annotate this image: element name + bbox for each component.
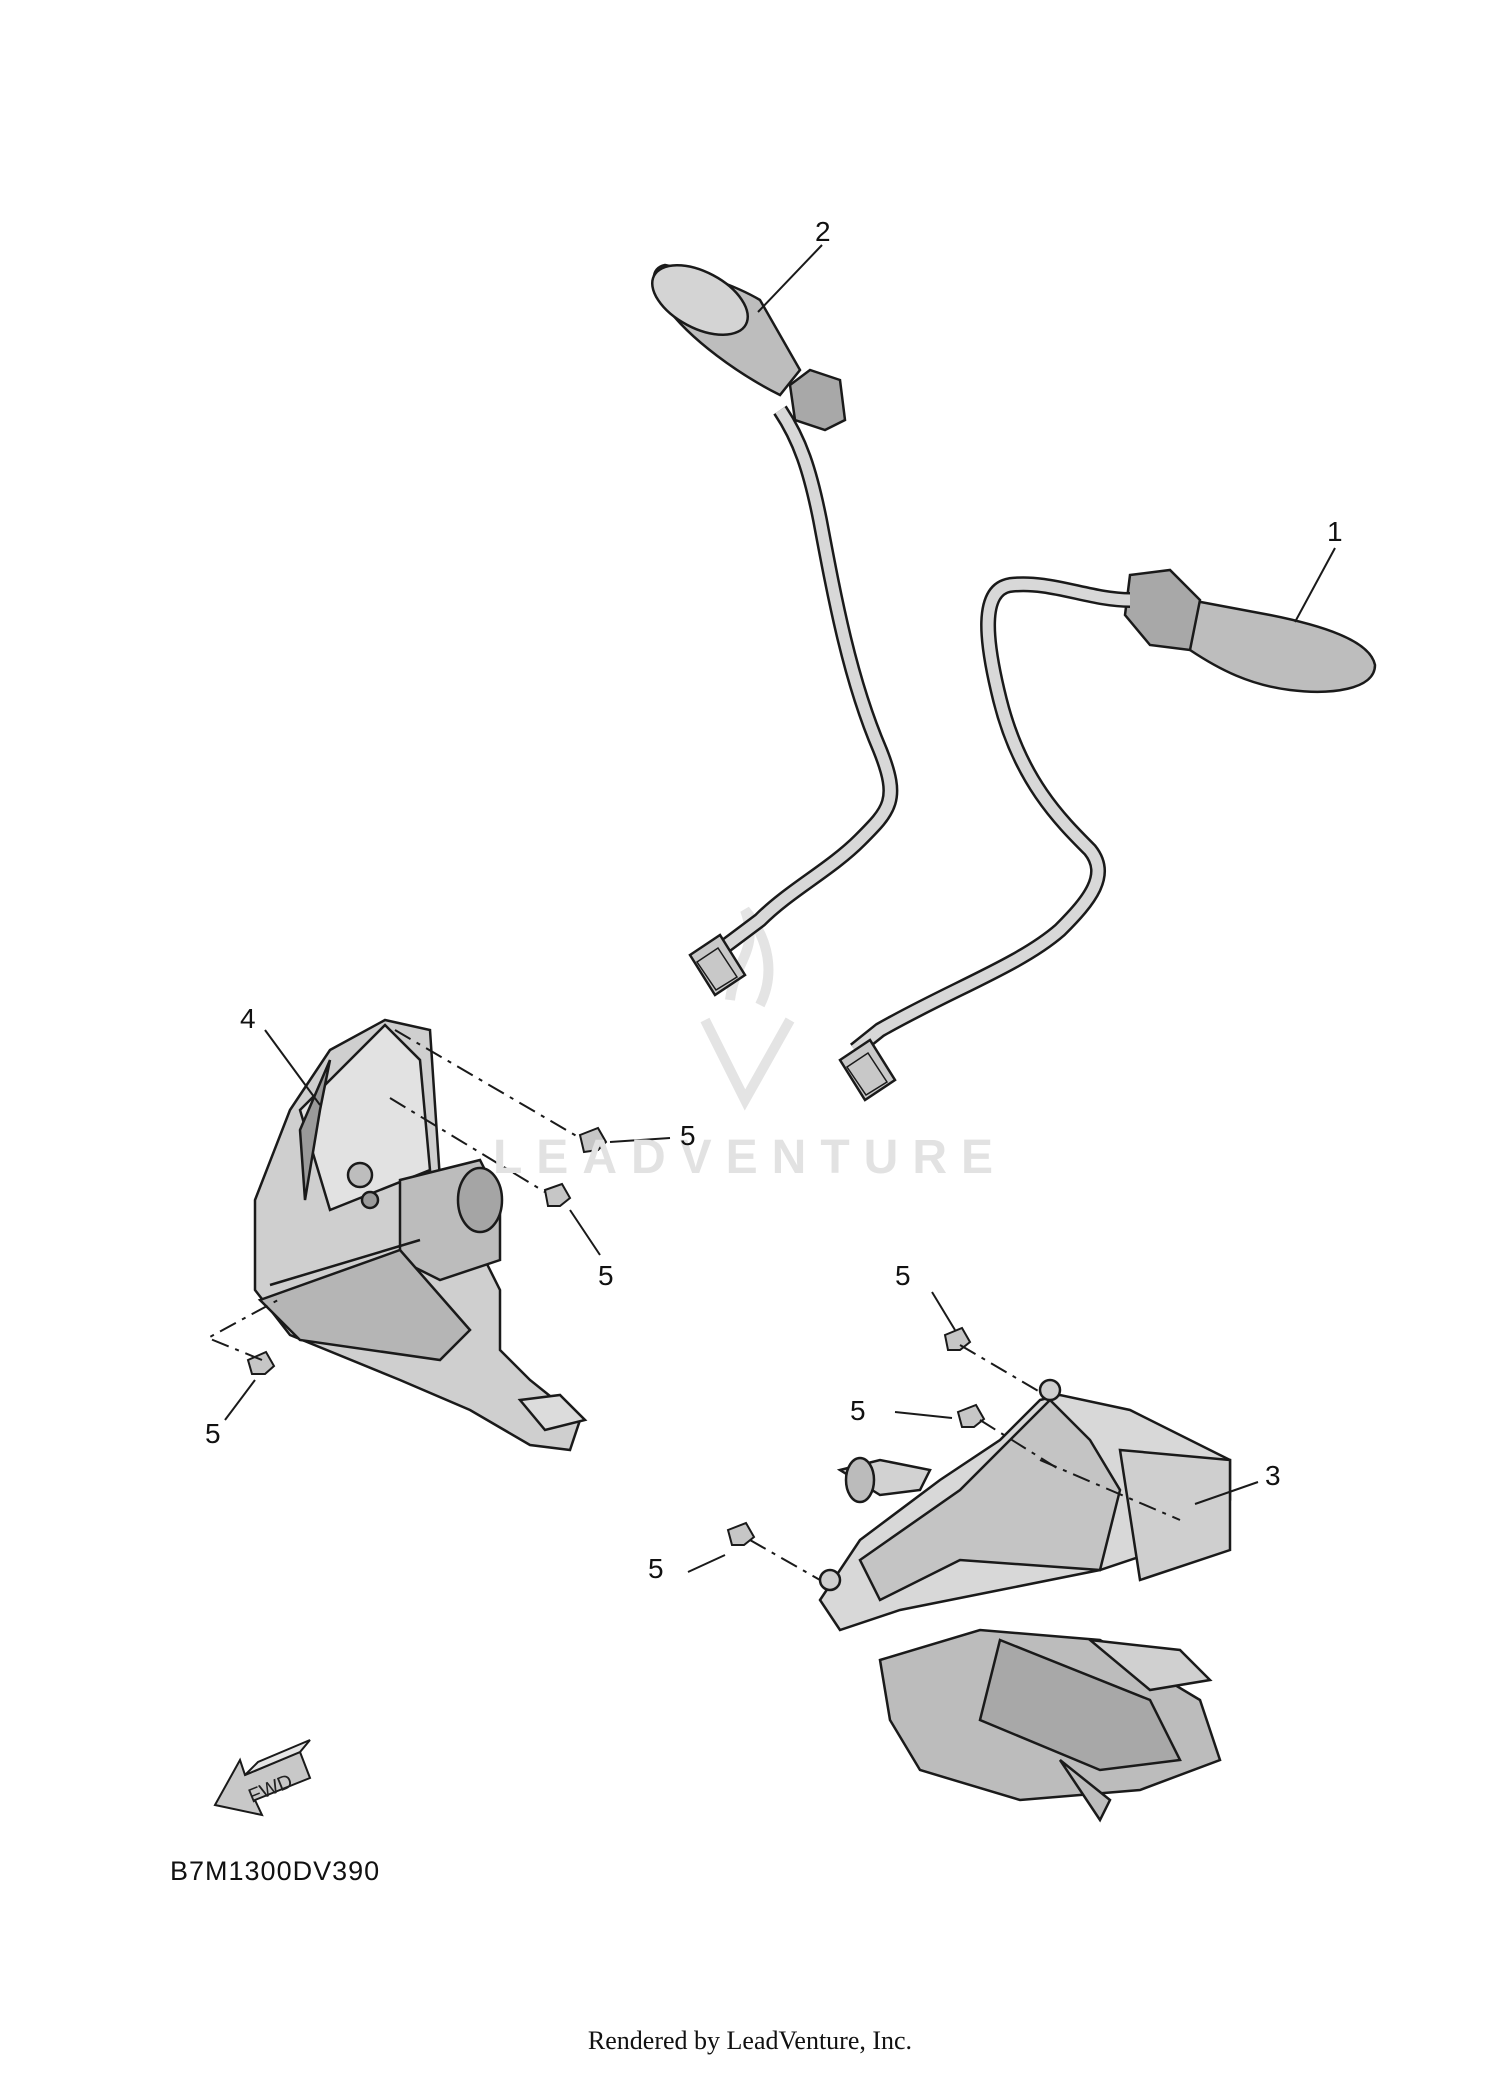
bracket-assembly-part-3 bbox=[818, 1378, 1232, 1823]
callout-5d: 5 bbox=[895, 1260, 911, 1291]
fwd-arrow bbox=[213, 1739, 312, 1817]
bracket-assembly-part-4 bbox=[253, 1018, 588, 1452]
flasher-cable-right bbox=[850, 576, 1131, 1057]
flasher-light-right bbox=[1123, 568, 1377, 693]
assembly-dashed-lines bbox=[205, 1029, 1181, 1581]
screw-5e bbox=[956, 1403, 986, 1428]
callout-4: 4 bbox=[240, 1003, 256, 1034]
callout-5b: 5 bbox=[598, 1260, 614, 1291]
flasher-cable-left bbox=[715, 405, 899, 957]
callout-5e: 5 bbox=[850, 1395, 866, 1426]
callout-5a: 5 bbox=[680, 1120, 696, 1151]
callout-1: 1 bbox=[1327, 516, 1343, 547]
screw-5b bbox=[543, 1182, 572, 1207]
screw-5a bbox=[578, 1126, 608, 1154]
connector-left bbox=[688, 933, 747, 997]
leader-lines bbox=[224, 244, 1336, 1573]
callout-2: 2 bbox=[815, 216, 831, 247]
screw-5d bbox=[943, 1326, 972, 1351]
footer-credit: Rendered by LeadVenture, Inc. bbox=[587, 2026, 913, 2055]
connector-right bbox=[838, 1038, 897, 1102]
watermark-text: LEADVENTURE bbox=[492, 1131, 1008, 1184]
flasher-light-left bbox=[650, 263, 847, 432]
callout-3: 3 bbox=[1265, 1460, 1281, 1491]
diagram-code: B7M1300DV390 bbox=[170, 1856, 381, 1886]
screw-5f bbox=[726, 1521, 756, 1546]
callout-5f: 5 bbox=[648, 1553, 664, 1584]
callout-5c: 5 bbox=[205, 1418, 221, 1449]
